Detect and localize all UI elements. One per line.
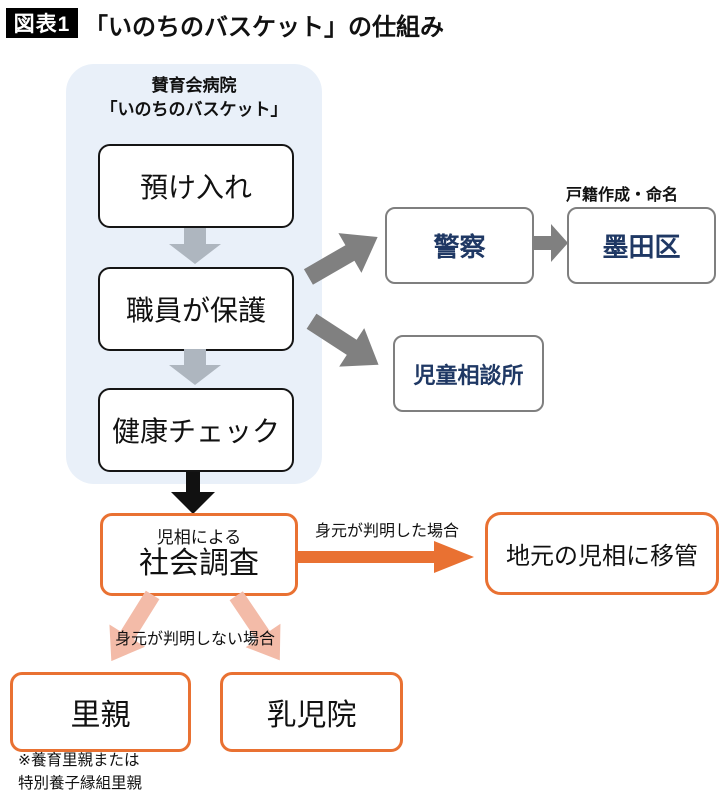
police-box: 警察 [385, 207, 534, 284]
hospital-panel-header: 賛育会病院 「いのちのバスケット」 [66, 74, 322, 122]
footnote-line2: 特別養子縁組里親 [18, 775, 143, 792]
foster-parent-label: 里親 [70, 699, 131, 732]
infant-home-label: 乳児院 [266, 699, 357, 732]
transfer-label: 地元の児相に移管 [506, 543, 698, 570]
figure-badge: 図表1 [6, 8, 78, 38]
child-center-label: 児童相談所 [413, 362, 524, 388]
child-center-box: 児童相談所 [393, 335, 544, 412]
police-label: 警察 [433, 232, 486, 262]
down-arrow-icon [169, 349, 221, 385]
transfer-box: 地元の児相に移管 [485, 512, 719, 595]
basket-name: 「いのちのバスケット」 [100, 100, 288, 119]
orange-right-arrow-icon [298, 541, 474, 573]
step-label: 健康チェック [111, 416, 280, 447]
hospital-name: 賛育会病院 [151, 76, 237, 95]
step-box-protect: 職員が保護 [98, 267, 294, 351]
survey-line2: 社会調査 [139, 547, 259, 581]
sumida-box: 墨田区 [567, 207, 716, 284]
step-box-health-check: 健康チェック [98, 388, 294, 472]
sumida-caption: 戸籍作成・命名 [566, 187, 679, 204]
down-arrow-icon [169, 228, 221, 264]
transfer-arrow-label: 身元が判明した場合 [314, 523, 459, 540]
sumida-label: 墨田区 [602, 232, 681, 262]
salmon-down-right-arrow-icon [219, 584, 297, 672]
diagonal-up-right-arrow-icon [297, 217, 389, 297]
black-down-arrow-icon [171, 472, 215, 514]
diagonal-down-right-arrow-icon [299, 302, 391, 384]
step-label: 職員が保護 [125, 295, 266, 326]
page-title: 「いのちのバスケット」の仕組み [84, 14, 444, 41]
salmon-down-left-arrow-icon [94, 584, 171, 672]
right-arrow-icon [532, 224, 568, 262]
step-label: 預け入れ [139, 172, 252, 203]
survey-box: 児相による 社会調査 [100, 513, 298, 596]
survey-line1: 児相による [156, 527, 242, 547]
infant-home-box: 乳児院 [220, 672, 403, 752]
foster-parent-box: 里親 [10, 672, 191, 752]
bottom-arrow-label: 身元が判明しない場合 [114, 631, 275, 648]
footnote: ※養育里親または 特別養子縁組里親 [18, 749, 142, 795]
step-box-deposit: 預け入れ [98, 144, 294, 228]
footnote-line1: ※養育里親または [18, 752, 140, 769]
